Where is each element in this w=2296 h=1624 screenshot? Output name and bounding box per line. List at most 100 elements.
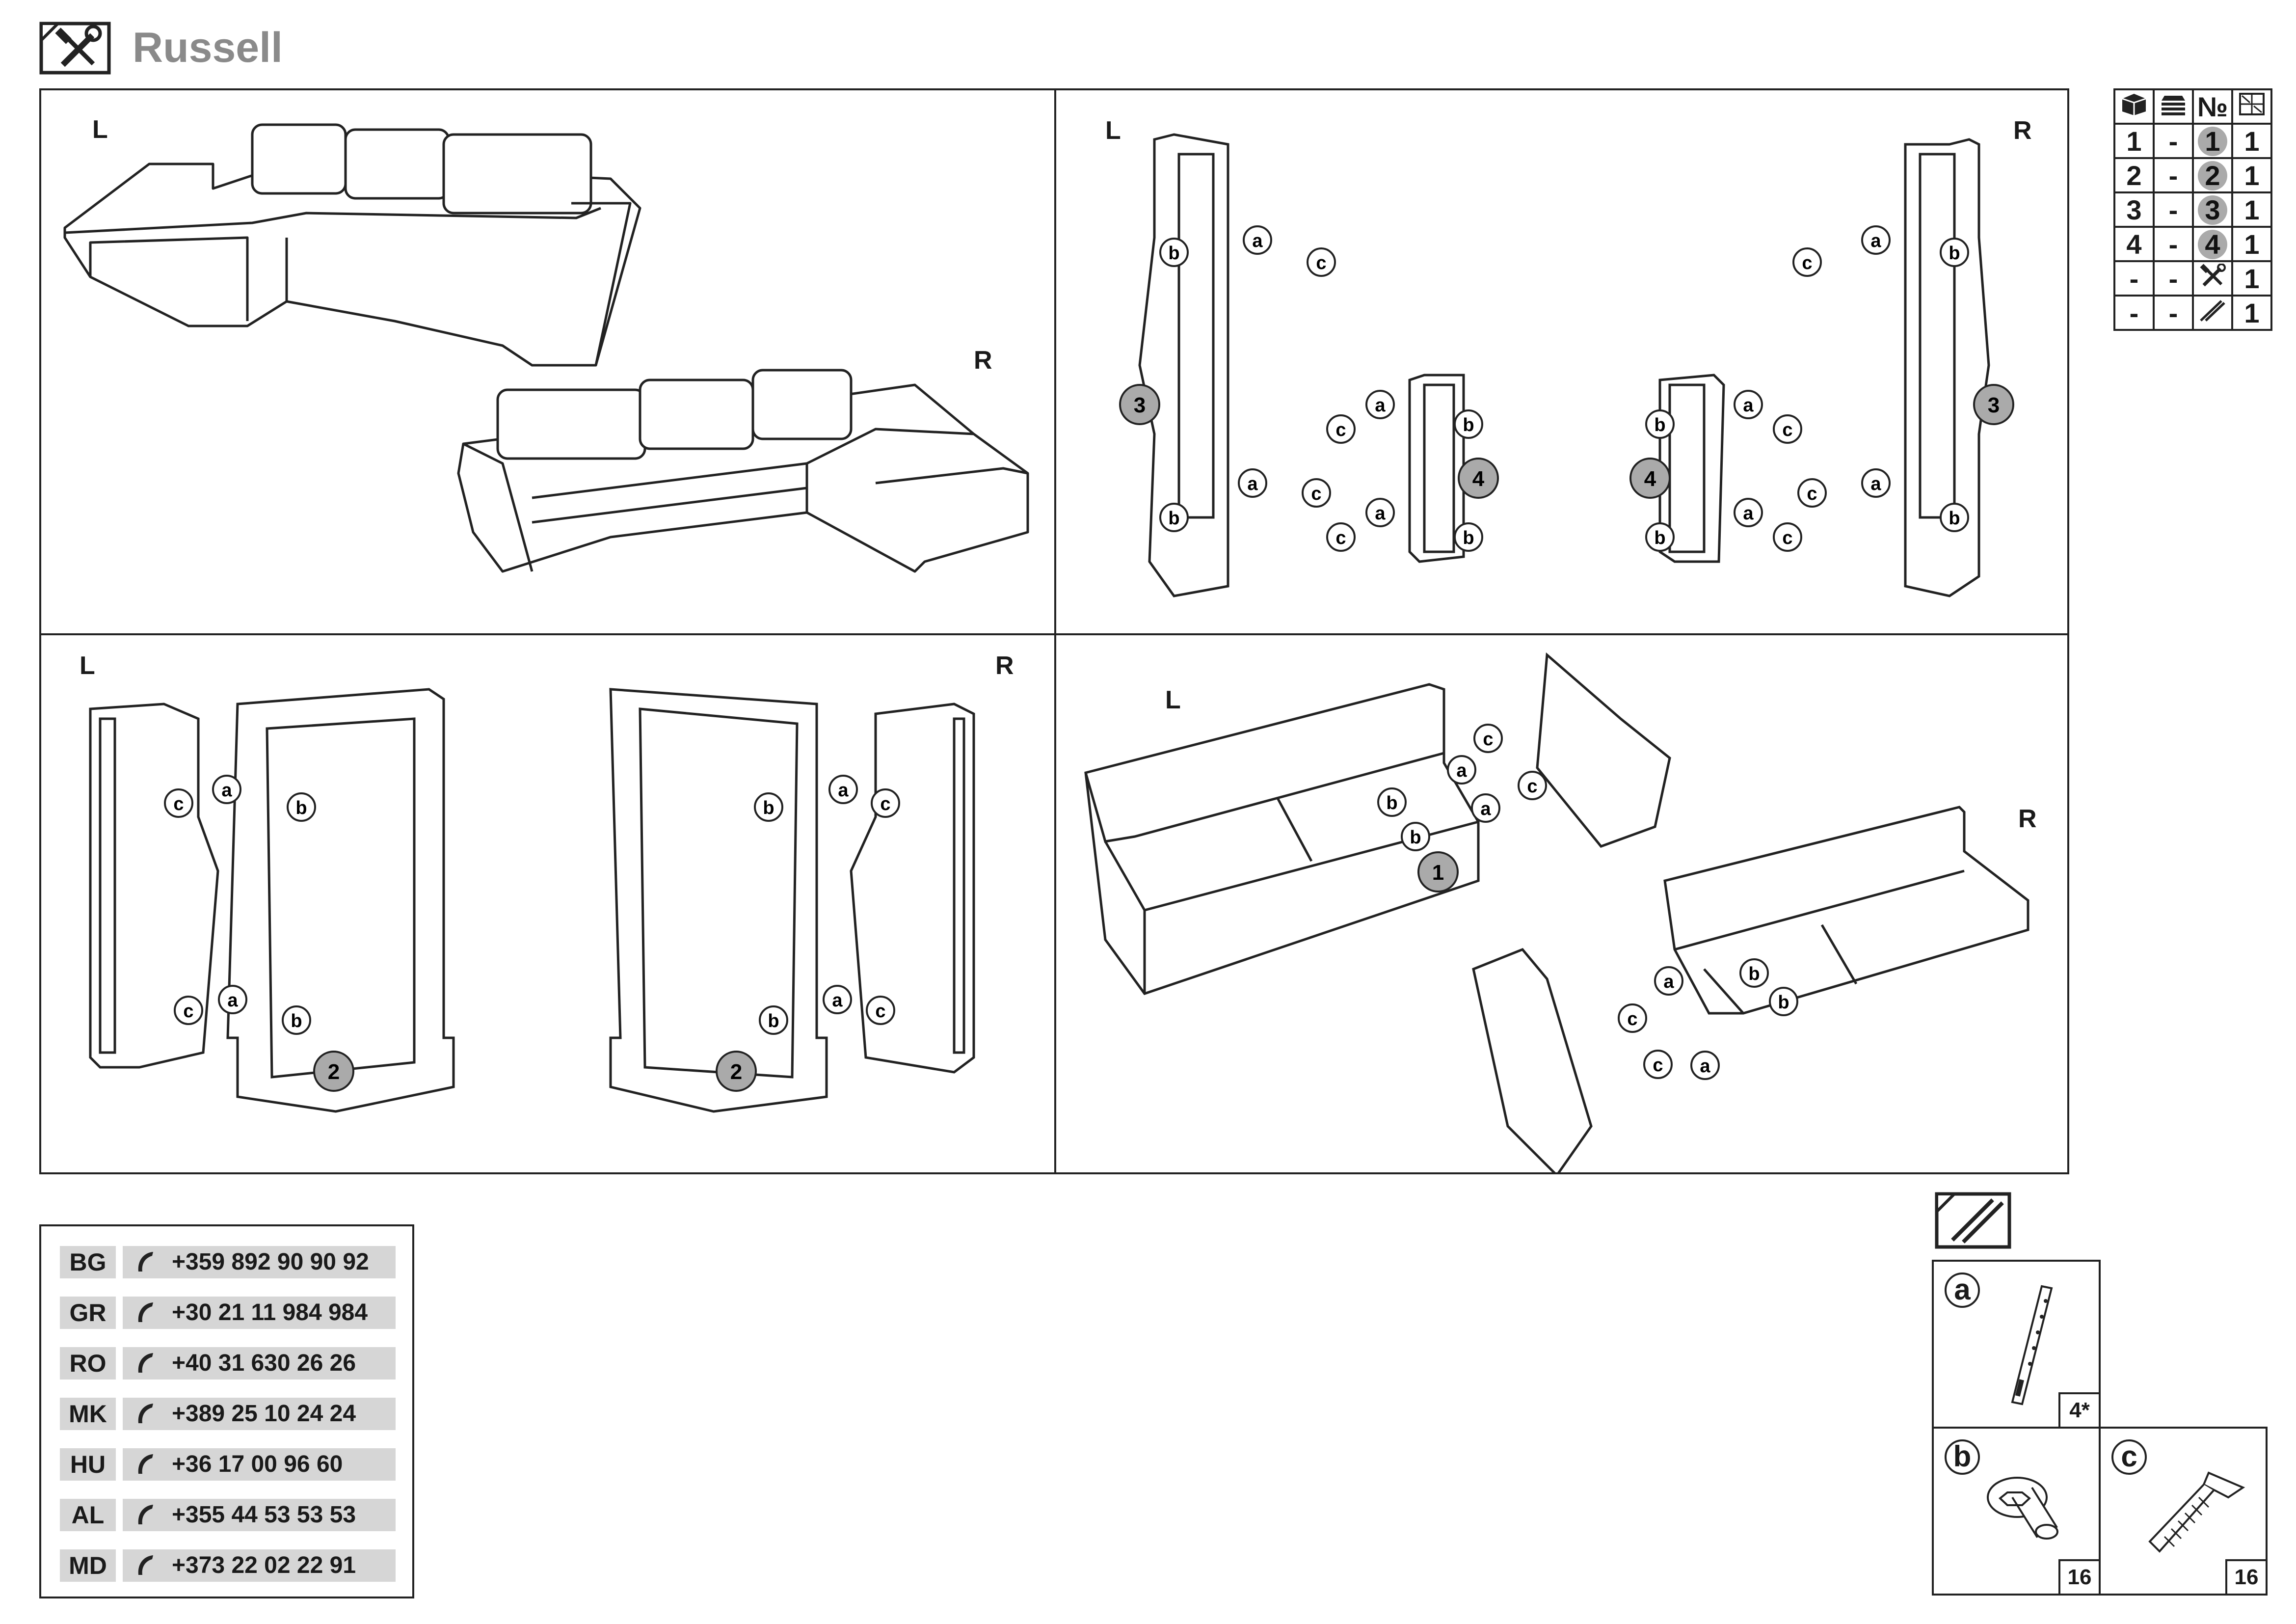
svg-text:b: b: [1778, 992, 1789, 1013]
phone-field: +373 22 02 22 91: [123, 1549, 396, 1582]
part-number-badge: 1: [2198, 126, 2227, 156]
panel-label-right: R: [995, 651, 1014, 680]
phone-icon: [138, 1505, 153, 1524]
parts-table-row: 1 - 1 1: [2113, 123, 2272, 159]
parts-table-row: 2 - 2 1: [2113, 157, 2272, 193]
hardware-letter: b: [1945, 1439, 1980, 1475]
page-title: Russell: [133, 24, 283, 71]
svg-text:b: b: [295, 798, 307, 818]
svg-text:a: a: [1743, 503, 1754, 524]
svg-text:a: a: [1375, 395, 1386, 416]
phone-icon: [138, 1302, 153, 1322]
screws-icon: [1935, 1192, 2011, 1249]
row-layer: -: [2153, 157, 2194, 193]
phone-icon: [138, 1454, 153, 1474]
hardware-letter: a: [1945, 1272, 1980, 1308]
row-quantity: 1: [2231, 260, 2272, 297]
svg-text:b: b: [763, 798, 774, 818]
panel-overview: L R: [41, 90, 1054, 633]
number-header: №: [2192, 88, 2233, 125]
phone-number: +373 22 02 22 91: [172, 1552, 356, 1578]
svg-text:c: c: [1335, 420, 1346, 440]
svg-text:a: a: [1480, 799, 1491, 819]
phone-icon: [138, 1252, 153, 1272]
row-quantity: 1: [2231, 157, 2272, 193]
part-2-callout-right: [716, 1051, 757, 1092]
svg-text:a: a: [1252, 231, 1263, 251]
hardware-quantity: 4*: [2058, 1392, 2099, 1427]
svg-text:a: a: [1375, 503, 1386, 524]
hardware-item-c: c 16: [2099, 1427, 2268, 1596]
panel-label-left: L: [1165, 686, 1181, 714]
contacts-box: BG +359 892 90 90 92 GR +30 21 11 984 98…: [39, 1224, 414, 1598]
svg-text:3: 3: [1988, 393, 2000, 417]
hardware-item-b: b 16: [1932, 1427, 2101, 1596]
row-layer: -: [2153, 260, 2194, 297]
row-layer: -: [2153, 295, 2194, 331]
part-4-callout-left: [1458, 458, 1499, 499]
panel-label-left: L: [92, 115, 108, 144]
svg-text:c: c: [880, 794, 890, 814]
row-quantity: 1: [2231, 123, 2272, 159]
svg-text:c: c: [1807, 484, 1817, 504]
phone-number: +40 31 630 26 26: [172, 1350, 356, 1376]
part-4-callout-right: [1629, 458, 1671, 499]
svg-text:c: c: [1782, 528, 1792, 548]
row-box-count: 2: [2113, 157, 2155, 193]
svg-text:c: c: [1335, 528, 1346, 548]
svg-text:c: c: [1653, 1055, 1663, 1076]
part-3-callout-right: [1973, 384, 2014, 425]
svg-text:b: b: [1949, 243, 1960, 264]
row-part-number: 4: [2192, 226, 2233, 262]
phone-field: +36 17 00 96 60: [123, 1448, 396, 1481]
svg-text:c: c: [1483, 729, 1493, 750]
phone-icon: [138, 1555, 153, 1575]
row-box-count: -: [2113, 260, 2155, 297]
country-code: MD: [60, 1549, 116, 1582]
row-layer: -: [2153, 191, 2194, 228]
svg-text:a: a: [1456, 760, 1467, 781]
phone-icon: [138, 1404, 153, 1423]
svg-text:4: 4: [1644, 467, 1656, 491]
svg-text:b: b: [1168, 243, 1179, 264]
phone-number: +30 21 11 984 984: [172, 1299, 368, 1326]
hardware-quantity: 16: [2058, 1559, 2099, 1594]
svg-text:b: b: [1654, 415, 1665, 435]
parts-table-row: 4 - 4 1: [2113, 226, 2272, 262]
hardware-letter: c: [2111, 1439, 2147, 1475]
phone-field: +355 44 53 53 53: [123, 1499, 396, 1531]
svg-text:a: a: [1663, 972, 1674, 992]
phone-field: +40 31 630 26 26: [123, 1347, 396, 1380]
phone-field: +30 21 11 984 984: [123, 1297, 396, 1329]
panel-label-left: L: [80, 651, 95, 680]
svg-text:3: 3: [1134, 393, 1146, 417]
sofa-illustrations: [63, 123, 1029, 573]
hardware-item-a: a 4*: [1932, 1260, 2101, 1429]
sheet-icon: [2231, 88, 2272, 125]
svg-text:b: b: [1168, 508, 1179, 529]
svg-text:c: c: [875, 1001, 885, 1022]
svg-text:c: c: [173, 794, 184, 814]
svg-text:c: c: [1527, 776, 1537, 797]
row-box-count: 4: [2113, 226, 2155, 262]
part-number-badge: 2: [2198, 161, 2227, 190]
phone-field: +359 892 90 90 92: [123, 1246, 396, 1278]
row-layer: -: [2153, 226, 2194, 262]
svg-text:2: 2: [328, 1060, 340, 1084]
country-code: HU: [60, 1448, 116, 1481]
svg-text:a: a: [221, 780, 232, 801]
country-code: BG: [60, 1246, 116, 1278]
grid-divider-horizontal: [39, 633, 2069, 635]
part-3-callout-left: [1119, 384, 1160, 425]
country-code: AL: [60, 1499, 116, 1531]
svg-text:c: c: [1311, 484, 1321, 504]
svg-text:c: c: [1316, 253, 1326, 273]
row-quantity: 1: [2231, 191, 2272, 228]
svg-text:a: a: [1743, 395, 1754, 416]
row-box-count: -: [2113, 295, 2155, 331]
row-layer: -: [2153, 123, 2194, 159]
svg-text:b: b: [1386, 793, 1397, 813]
